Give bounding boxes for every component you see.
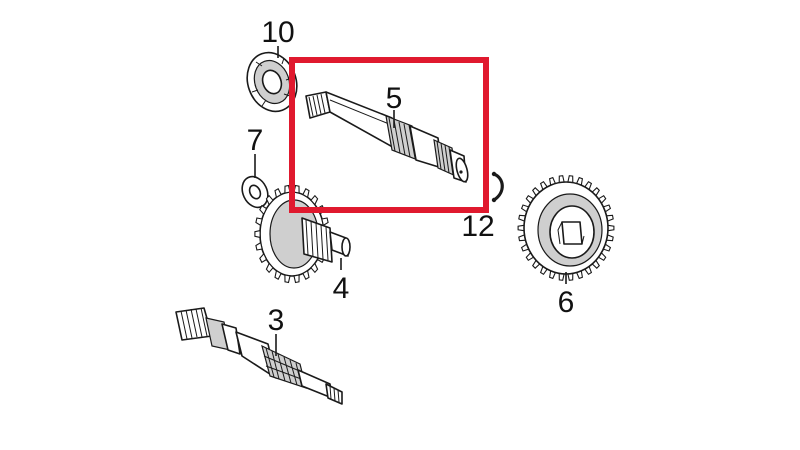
gear-tooth (302, 188, 310, 199)
part-3-drive-shaft-icon (175, 307, 343, 405)
part-6-gear-icon (517, 175, 615, 281)
gear-tooth (310, 194, 319, 206)
gear-tooth (517, 224, 525, 232)
part-5-shaft-icon (305, 91, 469, 183)
gear-tooth (321, 217, 329, 227)
gear-tooth (607, 224, 615, 232)
gear-tooth (255, 241, 263, 251)
highlight-box (289, 57, 489, 213)
gear-tooth (284, 184, 291, 194)
part-7-washer-icon (241, 175, 269, 209)
part-label-5: 5 (386, 82, 403, 115)
gear-tooth (284, 274, 291, 284)
gear-tooth (302, 269, 310, 280)
part-4-gear-shaft-icon (254, 184, 351, 284)
part-12-circlip-icon (491, 171, 504, 203)
gear-tooth (259, 252, 268, 264)
gear-tooth (254, 229, 261, 239)
part-label-3: 3 (268, 304, 285, 337)
part-label-12: 12 (461, 210, 494, 243)
gear-tooth (293, 274, 300, 284)
part-label-4: 4 (333, 272, 350, 305)
part-label-10: 10 (261, 16, 294, 49)
part-label-6: 6 (558, 286, 575, 319)
part-label-7: 7 (247, 124, 264, 157)
gear-tooth (310, 262, 319, 274)
gear-tooth (274, 269, 282, 280)
gear-tooth (255, 217, 263, 227)
gear-tooth (265, 262, 274, 274)
gear-tooth (259, 204, 268, 216)
gear-tooth (265, 194, 274, 206)
part-10-bearing-icon (246, 51, 298, 113)
gear-tooth (274, 188, 282, 199)
